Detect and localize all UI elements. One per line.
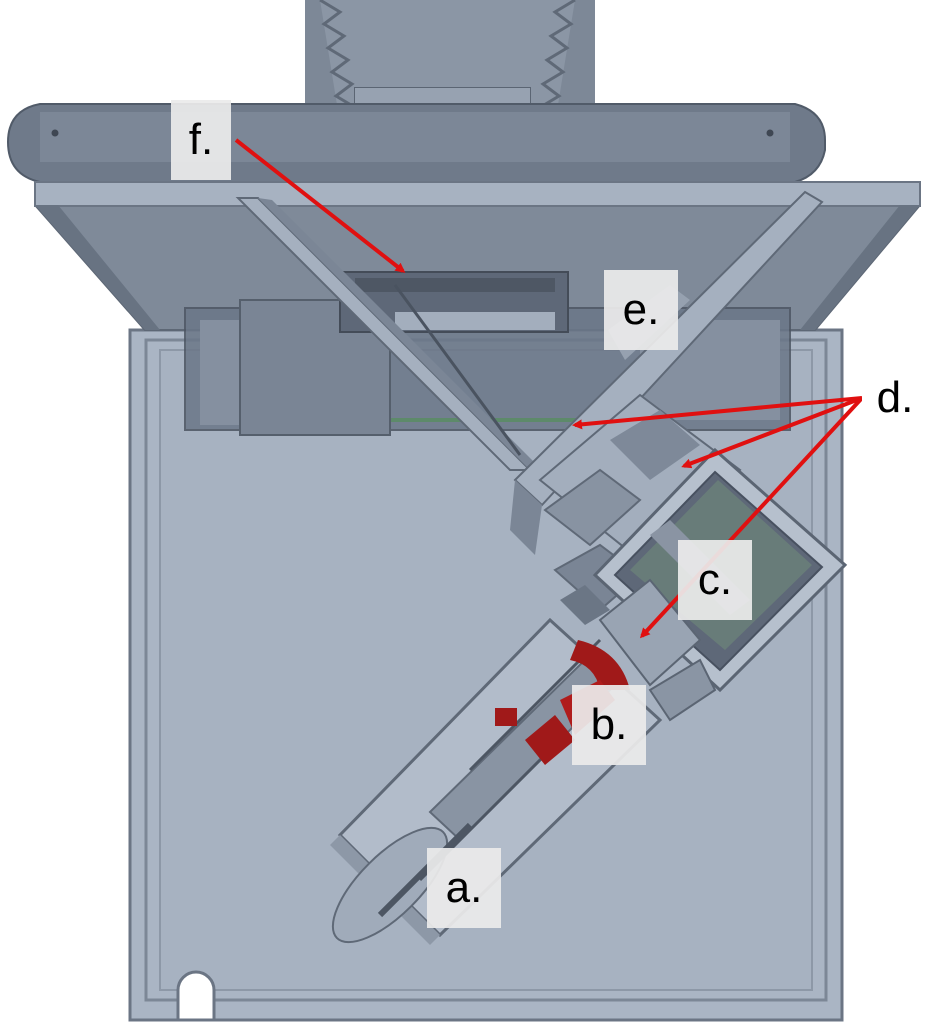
label-a: a. (427, 848, 501, 928)
arrow-f (234, 138, 406, 273)
label-b: b. (572, 685, 646, 765)
arrow-d-2 (681, 396, 863, 469)
chamber-housing (538, 393, 742, 625)
back-plate (34, 181, 921, 331)
label-d: d. (862, 362, 928, 434)
top-bar (6, 103, 826, 183)
label-f: f. (171, 100, 231, 180)
label-c: c. (678, 540, 752, 620)
arrow-d-1 (572, 396, 863, 430)
label-e: e. (604, 270, 678, 350)
